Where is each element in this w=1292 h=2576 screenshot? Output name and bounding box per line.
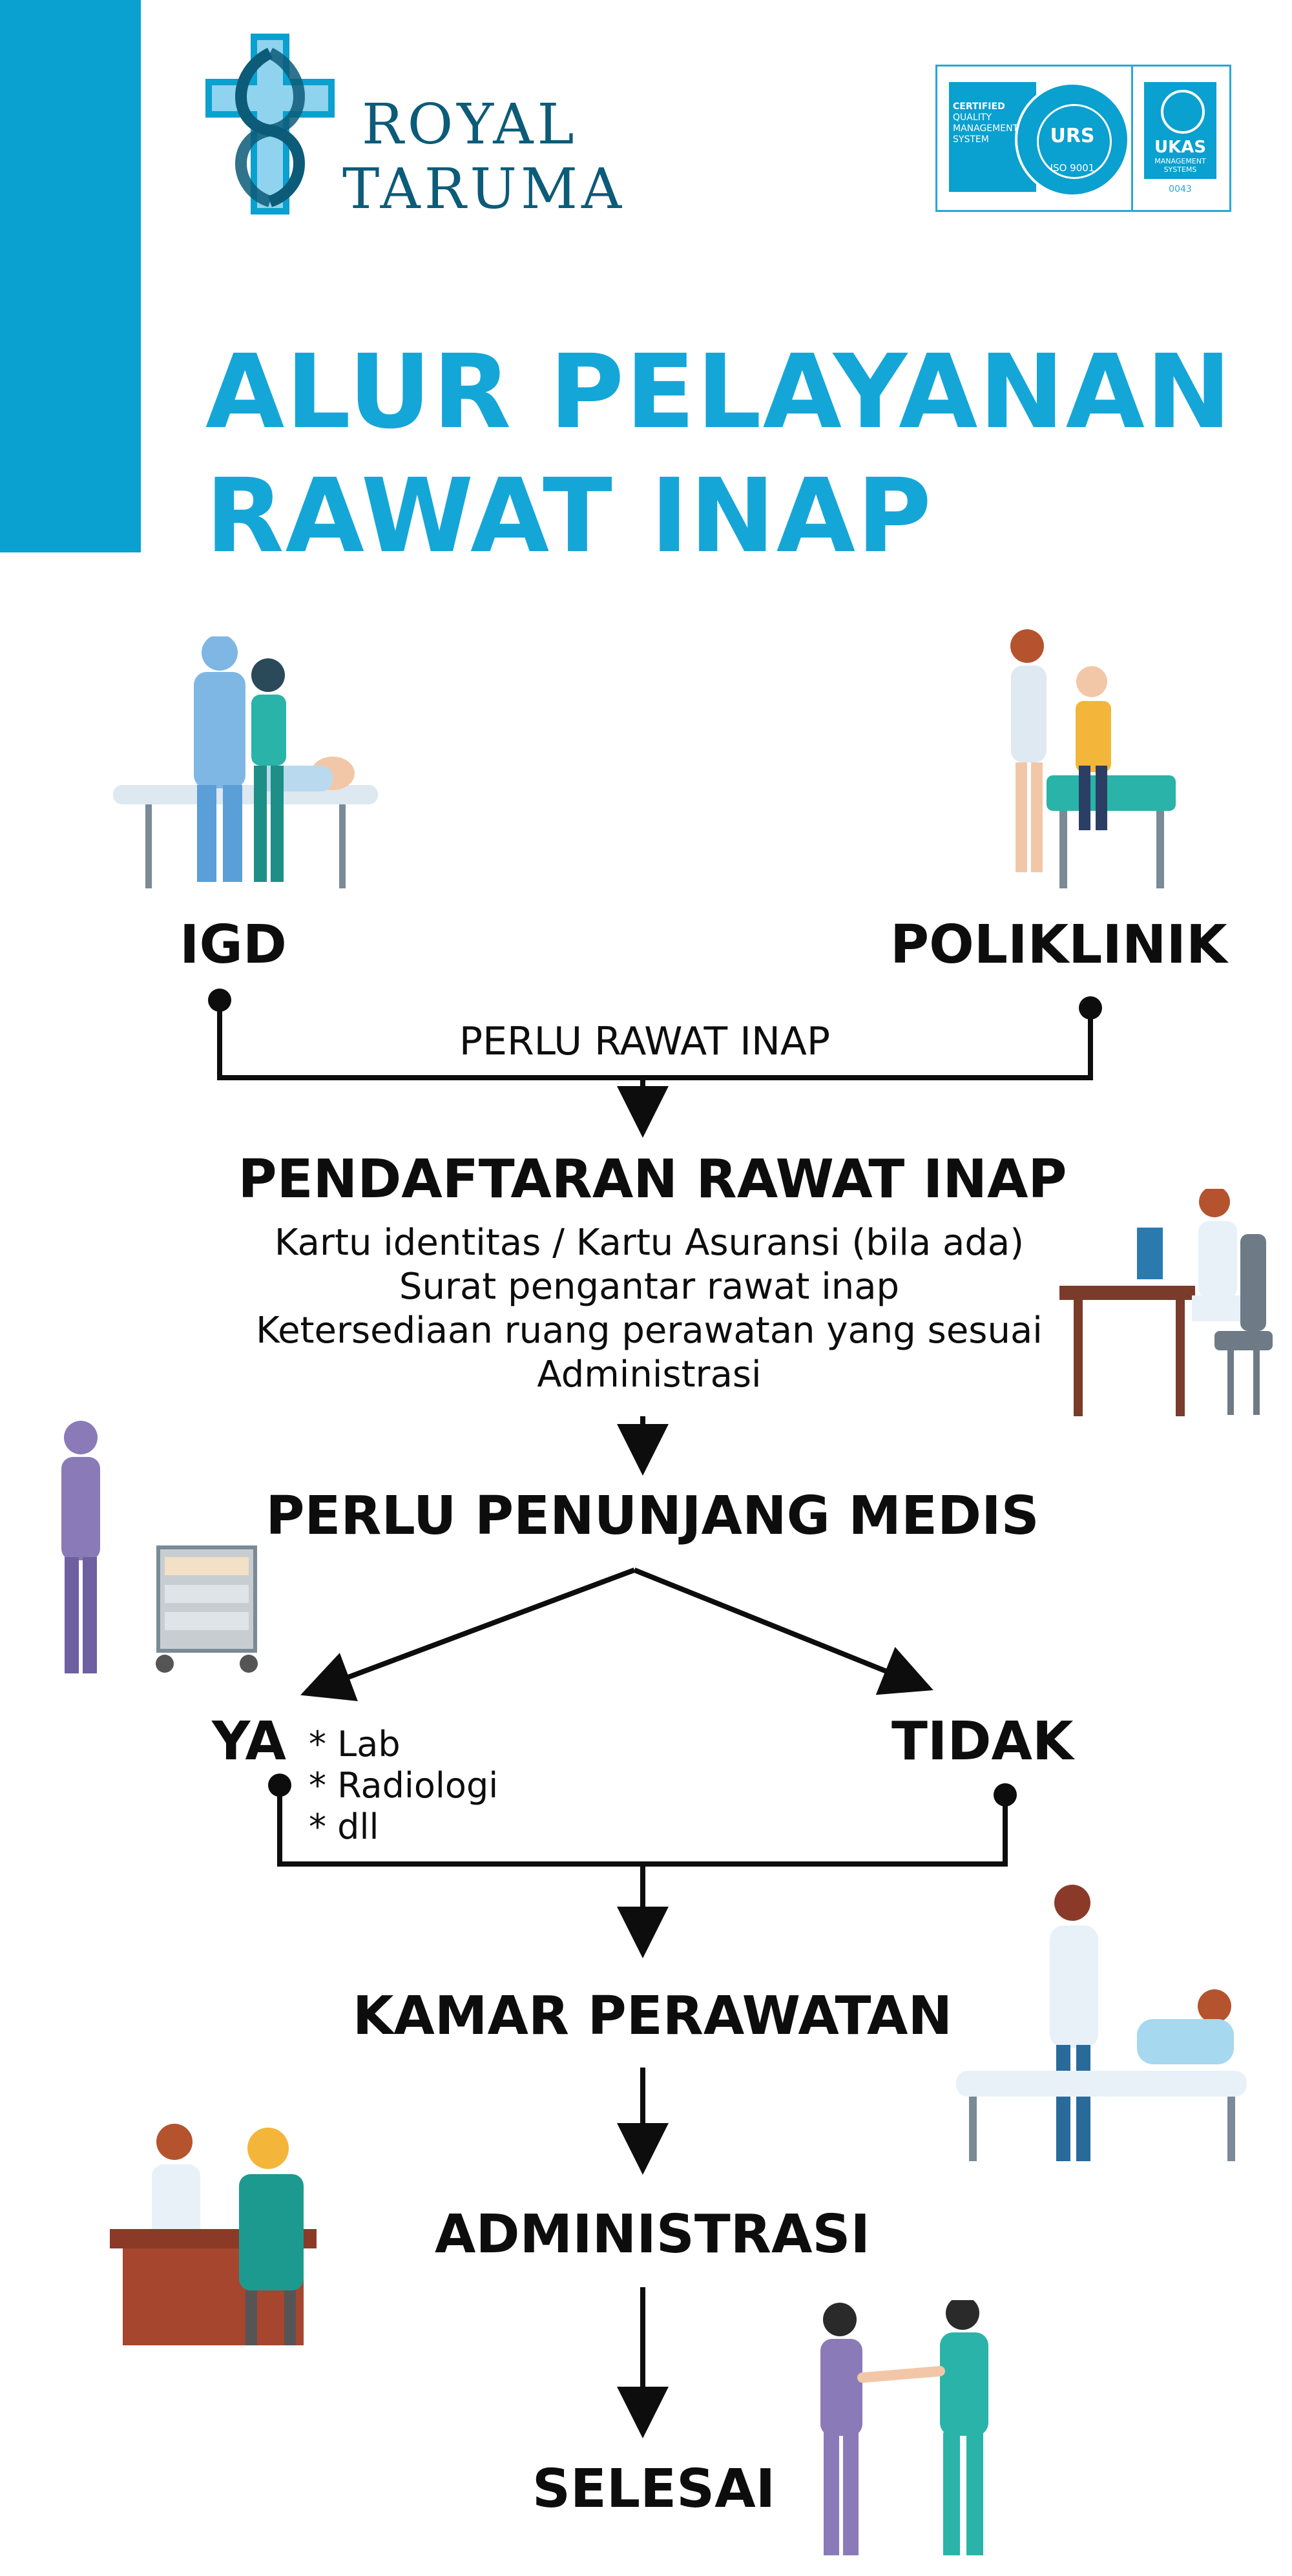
accent-sidebar (0, 0, 141, 552)
room-heading: KAMAR PERAWATAN (352, 1985, 953, 2047)
ukas-sub-label: MANAGEMENT SYSTEMS (1154, 157, 1206, 174)
requirement-item: Kartu identitas / Kartu Asuransi (bila a… (274, 1222, 1025, 1264)
registration-heading: PENDAFTARAN RAWAT INAP (238, 1149, 1067, 1210)
requirement-item: Ketersediaan ruang perawatan yang sesuai (256, 1310, 1043, 1352)
crown-check-icon (1161, 90, 1205, 134)
receptionist-desk-icon (1059, 1189, 1273, 1416)
done-heading: SELESAI (532, 2458, 776, 2520)
ukas-number: 0043 (1169, 184, 1192, 194)
consultation-desk-icon (110, 2124, 317, 2345)
nurse-patient-icon (820, 2300, 988, 2555)
urs-certified-label: CERTIFIED QUALITY MANAGEMENT SYSTEM (953, 101, 1019, 145)
yes-items-list: * Lab * Radiologi * dll (309, 1724, 498, 1848)
brand-name-line1: ROYAL (362, 92, 578, 157)
doctor-patient-bed-icon (956, 1885, 1247, 2161)
er-team-icon (113, 636, 378, 888)
brand-name-line2: TARUMA (342, 157, 626, 222)
yes-item: * Lab (309, 1724, 401, 1764)
entry-igd-label: IGD (180, 914, 287, 976)
yes-item: * dll (309, 1806, 379, 1847)
admin-heading: ADMINISTRASI (435, 2204, 870, 2265)
entry-poliklinik-label: POLIKLINIK (890, 914, 1227, 976)
no-label: TIDAK (891, 1711, 1074, 1772)
nurse-cart-icon (61, 1421, 258, 1673)
support-heading: PERLU PENUNJANG MEDIS (266, 1485, 1039, 1547)
page-title-line2: RAWAT INAP (205, 457, 933, 576)
doctor-examining-child-icon (1010, 629, 1176, 888)
requirement-item: Surat pengantar rawat inap (399, 1266, 900, 1308)
ukas-badge: UKAS MANAGEMENT SYSTEMS (1144, 82, 1216, 179)
registration-requirements: Kartu identitas / Kartu Asuransi (bila a… (256, 1221, 1043, 1397)
urs-seal-icon: URS ISO 9001 (1015, 82, 1130, 197)
yes-item: * Radiologi (309, 1765, 499, 1806)
merge-label: PERLU RAWAT INAP (459, 1019, 831, 1064)
yes-label: YA (212, 1711, 286, 1772)
certification-badges: CERTIFIED QUALITY MANAGEMENT SYSTEM URS … (935, 65, 1231, 212)
page-title-line1: ALUR PELAYANAN (205, 333, 1233, 452)
urs-badge: CERTIFIED QUALITY MANAGEMENT SYSTEM (949, 82, 1036, 192)
requirement-item: Administrasi (537, 1354, 762, 1396)
royal-taruma-logo-icon (205, 34, 335, 215)
